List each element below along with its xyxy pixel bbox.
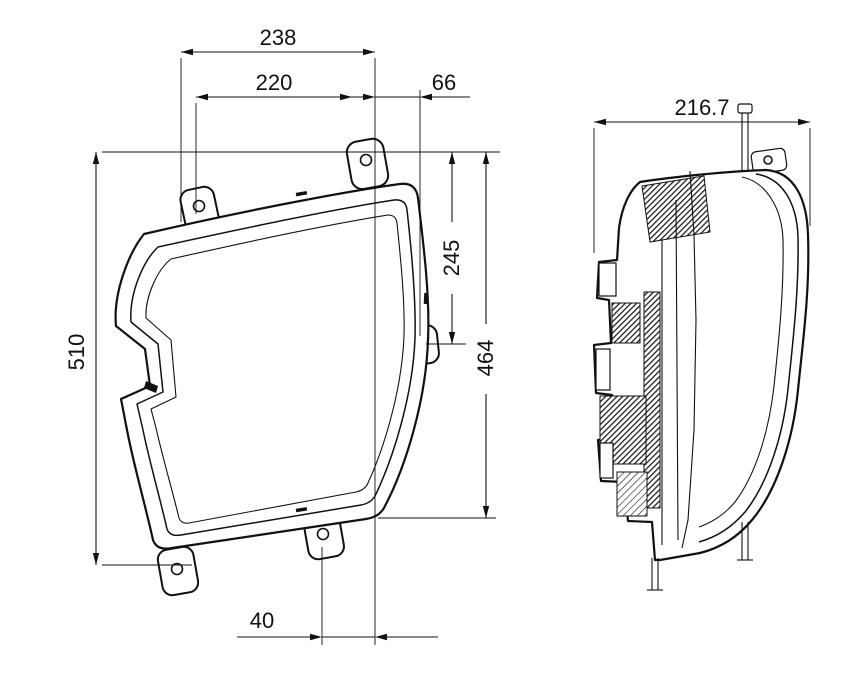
arrowhead [448, 332, 456, 344]
connector-block [595, 348, 611, 391]
top-stud [737, 103, 753, 170]
bottom-stud-right [737, 522, 753, 561]
tab-hole [192, 199, 206, 213]
side-view [592, 103, 810, 591]
dimension-annotations: 238 220 66 216.7 [64, 25, 811, 645]
dim-label-510: 510 [64, 334, 89, 371]
front-bezel-outline [145, 214, 405, 524]
internal-line [675, 199, 679, 541]
tick-mark [295, 507, 308, 513]
arrowhead [92, 553, 100, 565]
front-view [114, 137, 440, 597]
hatch-region-block [599, 395, 647, 465]
hatch-region-lower [616, 471, 648, 517]
arrowhead [482, 152, 490, 164]
connector-block [599, 442, 614, 479]
arrowhead [196, 93, 208, 101]
dim-front-offset-top-right: 66 [341, 70, 470, 101]
dim-front-offset-bottom: 40 [237, 608, 438, 641]
housing-divider [681, 170, 697, 549]
dim-label-66: 66 [432, 70, 456, 95]
dim-front-height-overall: 510 [64, 152, 100, 565]
arrowhead [594, 118, 606, 126]
side-lens-inner-curve [698, 173, 799, 543]
side-bezel-inner-curve [698, 176, 784, 528]
dim-label-216-7: 216.7 [674, 95, 729, 120]
dim-label-238: 238 [260, 25, 297, 50]
arrowhead [420, 93, 432, 101]
bottom-stud-left [647, 558, 663, 591]
arrowhead [310, 633, 322, 641]
arrowhead [181, 48, 193, 56]
clip-mark [144, 381, 158, 393]
arrowhead [375, 633, 387, 641]
connector-block [598, 262, 617, 297]
dim-label-245: 245 [439, 240, 464, 277]
tab-hole [316, 527, 330, 541]
arrowhead [448, 152, 456, 164]
arrowhead [92, 152, 100, 164]
hatch-region-connector [611, 302, 641, 344]
stud-cap [737, 103, 753, 114]
dim-label-220: 220 [256, 70, 293, 95]
dim-label-464: 464 [473, 340, 498, 377]
bracket-hole [763, 155, 773, 165]
arrowhead [363, 48, 375, 56]
mounting-tab-bottom-left [156, 545, 200, 597]
arrowhead [482, 506, 490, 518]
dim-front-width-outer: 238 [181, 25, 375, 56]
dim-front-height-right: 464 [473, 152, 498, 518]
tab-hole [359, 153, 373, 167]
dim-front-width-inner: 220 [196, 70, 352, 101]
dim-front-height-upper: 245 [439, 152, 464, 344]
arrowhead [798, 118, 810, 126]
dim-side-depth: 216.7 [594, 95, 810, 126]
tick-mark [295, 190, 308, 197]
dim-label-40: 40 [250, 608, 274, 633]
front-outer-outline [114, 182, 430, 550]
tick-mark [423, 292, 428, 305]
tab-hole [170, 562, 184, 576]
mounting-tab-top-right [345, 137, 390, 191]
arrowhead [363, 93, 375, 101]
front-lens-outline [130, 199, 416, 537]
